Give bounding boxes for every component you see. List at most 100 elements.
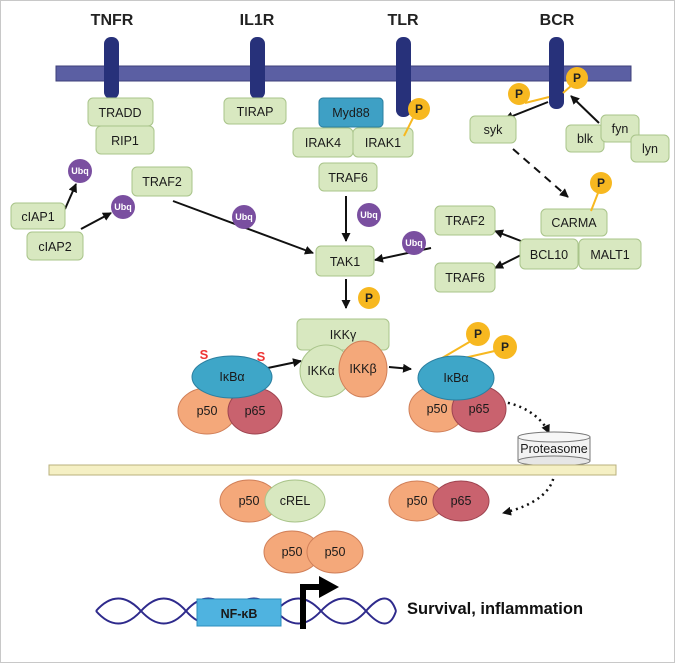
fyn-label: fyn: [612, 122, 629, 136]
p-label: P: [365, 291, 373, 305]
ikba-right: [417, 355, 495, 401]
tirap-label: TIRAP: [237, 105, 274, 119]
ubq-label: Ubq: [360, 210, 378, 220]
p50-label: p50: [282, 545, 303, 559]
traf6-tlr-label: TRAF6: [328, 171, 368, 185]
ikba-left-label: IκBα: [219, 370, 244, 384]
ikkb-ellipse: [338, 340, 388, 398]
receptor-bcr-label: BCR: [540, 12, 575, 29]
node-carma: CARMA: [540, 208, 608, 237]
proteasome-icon: Proteasome: [517, 431, 591, 467]
arrow-syk-carma: [512, 148, 569, 198]
p65-label: p65: [451, 494, 472, 508]
lyn-label: lyn: [642, 142, 658, 156]
p50-label: p50: [197, 404, 218, 418]
receptor-tlr-label: TLR: [387, 12, 419, 29]
node-blk: blk: [565, 124, 605, 153]
ubq-label: Ubq: [71, 166, 89, 176]
arrow-ikk-ikba: [388, 363, 412, 373]
node-ikk-complex: IKKγ IKKα IKKβ: [296, 318, 390, 398]
p65-label: p65: [245, 404, 266, 418]
phospho-tag-irak1: P: [403, 98, 430, 137]
ubq-tag-traf6-arrow: Ubq: [357, 203, 381, 227]
p-label: P: [573, 71, 581, 85]
p-label: P: [415, 102, 423, 116]
node-ciap2: cIAP2: [26, 231, 84, 261]
p50-label: p50: [325, 545, 346, 559]
arrow-ikba-ikk: [262, 358, 302, 370]
ikkb-label: IKKβ: [349, 362, 376, 376]
ciap2-label: cIAP2: [38, 240, 71, 254]
blk-label: blk: [577, 132, 594, 146]
myd88-label: Myd88: [332, 106, 370, 120]
ciap1-label: cIAP1: [21, 210, 54, 224]
s-label: S: [257, 349, 266, 364]
arrow-bcl10-traf6: [494, 254, 522, 269]
node-ciap1: cIAP1: [10, 202, 66, 230]
nuclear-membrane: [48, 464, 617, 476]
node-syk: syk: [469, 115, 517, 144]
irak1-label: IRAK1: [365, 136, 401, 150]
ubq-label: Ubq: [235, 212, 253, 222]
ubq-label: Ubq: [114, 202, 132, 212]
receptor-il1r-label: IL1R: [240, 12, 275, 29]
tradd-label: TRADD: [98, 106, 141, 120]
p65-label: p65: [469, 402, 490, 416]
ubq-tag-bcr-arrow: Ubq: [402, 231, 426, 255]
ikba-right-label: IκBα: [443, 371, 468, 385]
node-irak4: IRAK4: [292, 127, 354, 158]
phospho-tag-carma: P: [590, 172, 612, 212]
p50-dimer-2: [306, 530, 364, 574]
receptor-il1r: IL1R: [240, 12, 275, 99]
ikkg-label: IKKγ: [330, 328, 357, 342]
outcome-label: Survival, inflammation: [407, 600, 583, 618]
node-malt1: MALT1: [578, 238, 642, 270]
arrow-ciap2-ubq: [80, 212, 112, 230]
ubq-tag-traf2-arrow: Ubq: [232, 205, 256, 229]
receptor-bcr: BCR: [540, 12, 575, 109]
rip1-label: RIP1: [111, 134, 139, 148]
crel: [264, 479, 326, 523]
irak4-label: IRAK4: [305, 136, 341, 150]
phospho-tag-tak1: P: [358, 287, 380, 309]
syk-label: syk: [484, 123, 504, 137]
node-irak1: IRAK1: [352, 127, 414, 158]
p-label: P: [501, 340, 509, 354]
node-traf6-tlr: TRAF6: [318, 162, 378, 192]
arrow-ciap1-ubq: [64, 183, 77, 210]
node-tradd: TRADD: [87, 97, 154, 127]
phospho-tag-bcr-left: P: [508, 83, 550, 105]
node-lyn: lyn: [630, 134, 670, 163]
node-tak1: TAK1: [315, 245, 375, 277]
node-rip1: RIP1: [95, 125, 155, 155]
nfkb-site: NF-κB: [196, 598, 282, 627]
p50-label: p50: [407, 494, 428, 508]
traf6-bcr-label: TRAF6: [445, 271, 485, 285]
node-traf6-bcr: TRAF6: [434, 262, 496, 293]
ubq-label: Ubq: [405, 238, 423, 248]
p50-label: p50: [427, 402, 448, 416]
receptor-tnfr: TNFR: [91, 12, 134, 99]
node-myd88: Myd88: [318, 97, 384, 128]
node-ikba-complex-left: S S p50 p65 IκBα: [177, 347, 283, 435]
node-p50-p65-nuclear: p50 p65: [388, 480, 490, 522]
receptor-tlr: TLR: [387, 12, 419, 117]
p-label: P: [515, 87, 523, 101]
phospho-tag-ikba-1: P: [466, 322, 490, 346]
carma-label: CARMA: [551, 216, 597, 230]
node-bcl10: BCL10: [519, 238, 579, 270]
p50-label: p50: [239, 494, 260, 508]
node-p50-crel: p50 cREL: [219, 479, 326, 523]
arrow-blk-bcr: [570, 95, 600, 124]
crel-label: cREL: [280, 494, 311, 508]
tak1-label: TAK1: [330, 255, 360, 269]
malt1-label: MALT1: [590, 248, 629, 262]
phospho-tag-ikba-2: P: [493, 335, 517, 359]
s-label: S: [200, 347, 209, 362]
receptor-tnfr-label: TNFR: [91, 12, 134, 29]
ikba-left: [191, 355, 273, 399]
bcl10-label: BCL10: [530, 248, 568, 262]
node-fyn: fyn: [600, 114, 640, 143]
pathway-arrows: [64, 95, 600, 516]
